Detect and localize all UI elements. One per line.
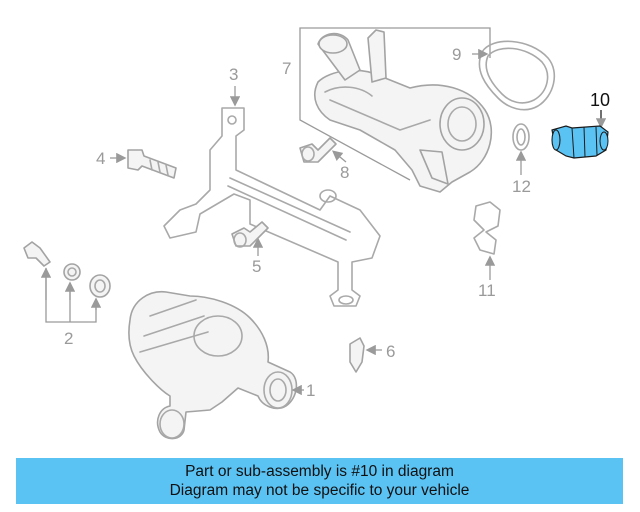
callout-9: 9 [452, 45, 461, 64]
callout-10: 10 [590, 90, 610, 110]
callout-5: 5 [252, 257, 261, 276]
part-5-bolt[interactable] [231, 221, 269, 256]
callout-4: 4 [96, 149, 105, 168]
part-6-clip[interactable] [349, 337, 382, 373]
callout-6: 6 [386, 342, 395, 361]
callout-3: 3 [229, 65, 238, 84]
callout-12: 12 [512, 177, 531, 196]
part-10-sensor[interactable] [551, 110, 609, 159]
part-8-bolt[interactable] [299, 137, 347, 163]
callout-11: 11 [478, 281, 496, 300]
part-7-housing[interactable] [299, 27, 493, 193]
part-4-bolt[interactable] [110, 149, 177, 179]
banner-line-1: Part or sub-assembly is #10 in diagram [185, 463, 454, 480]
part-2-fasteners[interactable] [23, 241, 111, 323]
part-9-gasket[interactable] [472, 40, 556, 111]
parts-diagram: 1 2 3 4 5 6 7 8 9 10 11 12 [23, 27, 610, 440]
part-3-bracket[interactable] [163, 86, 381, 307]
banner-line-2: Diagram may not be specific to your vehi… [169, 482, 470, 499]
callout-7: 7 [282, 59, 291, 78]
info-banner: Part or sub-assembly is #10 in diagram D… [16, 458, 623, 504]
part-12-o-ring[interactable] [512, 123, 530, 175]
part-1-water-pump[interactable] [128, 291, 304, 440]
callout-8: 8 [340, 163, 349, 182]
callout-1: 1 [306, 381, 315, 400]
part-11-clip[interactable] [473, 201, 501, 280]
callout-2: 2 [64, 329, 73, 348]
